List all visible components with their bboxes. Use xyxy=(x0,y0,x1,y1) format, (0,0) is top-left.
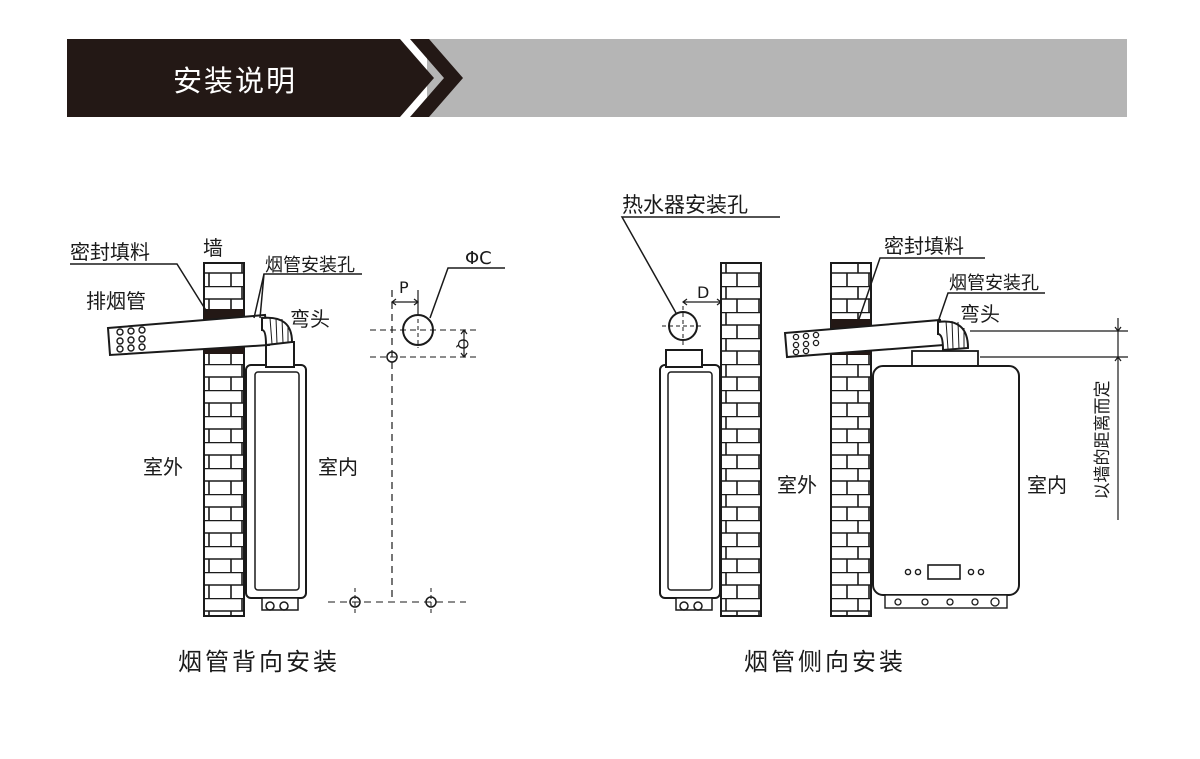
right-caption: 烟管侧向安装 xyxy=(744,648,906,676)
header-dark-band xyxy=(67,39,434,117)
right-seal-filler-label: 密封填料 xyxy=(884,234,964,258)
right-wall-front xyxy=(830,262,872,617)
left-dimension-drawing xyxy=(328,267,505,616)
right-elbow xyxy=(937,320,970,352)
right-heater-front xyxy=(872,350,1020,609)
left-dim-q-label: Q xyxy=(454,338,470,349)
right-indoor-label: 室内 xyxy=(1027,473,1067,497)
left-flue-hole-label: 烟管安装孔 xyxy=(265,255,355,276)
left-seal-leader xyxy=(70,263,208,313)
right-heater-side xyxy=(659,349,721,611)
right-flue-hole-leader xyxy=(937,292,1045,323)
header-light-band xyxy=(427,39,1127,117)
left-elbow xyxy=(261,316,294,347)
left-dim-c-label: ΦC xyxy=(465,248,492,269)
heater-knob-icon xyxy=(904,568,912,576)
right-diagram: 热水器安装孔 密封填料 烟管安装孔 弯头 D 室外 室内 以墙的距离而定 烟管侧… xyxy=(620,193,1128,676)
left-outdoor-label: 室外 xyxy=(143,455,183,479)
left-diagram: 密封填料 墙 排烟管 烟管安装孔 弯头 室外 室内 P ΦC Q 烟管背向安装 xyxy=(70,236,505,676)
right-wall-left xyxy=(720,262,762,617)
right-flue-hole-label: 烟管安装孔 xyxy=(949,273,1039,294)
header-chevron xyxy=(410,39,463,117)
left-wall-label: 墙 xyxy=(203,236,223,260)
heater-display-screen xyxy=(927,564,961,580)
right-dim-d-label: D xyxy=(697,283,709,302)
left-exhaust-pipe-label: 排烟管 xyxy=(86,289,146,313)
right-heater-hole-label: 热水器安装孔 xyxy=(622,193,748,217)
right-seal-band-top xyxy=(831,319,871,329)
right-wall-distance-note: 以墙的距离而定 xyxy=(1093,381,1113,500)
left-indoor-label: 室内 xyxy=(318,455,358,479)
page-title: 安装说明 xyxy=(173,64,298,98)
right-elbow-label: 弯头 xyxy=(960,302,1000,326)
left-exhaust-pipe xyxy=(106,313,271,357)
right-outdoor-label: 室外 xyxy=(777,473,817,497)
left-water-heater xyxy=(245,341,307,611)
left-seal-filler-label: 密封填料 xyxy=(70,240,150,264)
right-seal-leader xyxy=(858,257,985,320)
left-seal-band-top xyxy=(204,309,244,320)
left-elbow-label: 弯头 xyxy=(290,307,330,331)
left-dim-p-label: P xyxy=(399,278,409,297)
right-wall-distance-dimension xyxy=(970,318,1128,520)
header-bar xyxy=(67,39,1127,117)
right-heater-hole xyxy=(620,216,780,346)
left-caption: 烟管背向安装 xyxy=(178,648,340,676)
